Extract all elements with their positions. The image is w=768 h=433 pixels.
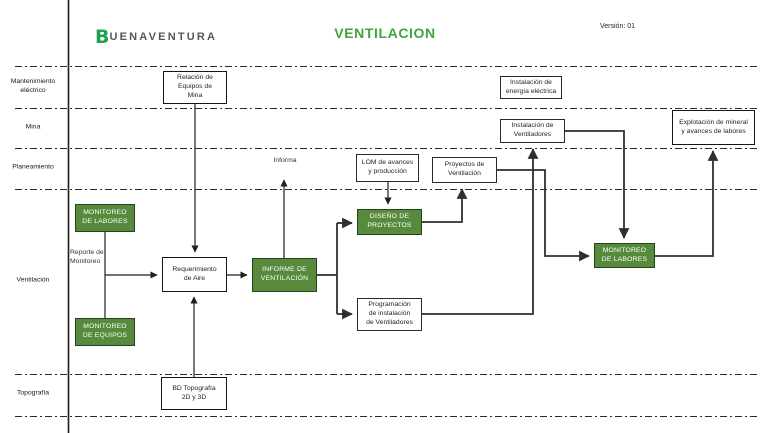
node-monitoreo-labores-derecha: MONITOREO DE LABORES <box>594 243 655 268</box>
lane-label-mantenimiento-electrico: Mantenimiento eléctrico <box>10 78 56 94</box>
lane-label-topografia: Topografía <box>16 389 50 397</box>
annotation-reporte-monitoreo: Reporte de Monitoreo <box>70 249 104 265</box>
lane-label-planeamiento: Planeamiento <box>12 163 54 171</box>
node-monitoreo-equipos: MONITOREO DE EQUIPOS <box>75 318 135 346</box>
page-title: VENTILACION <box>334 25 436 41</box>
lane-label-ventilacion: Ventilación <box>16 276 50 284</box>
node-relacion-equipos-mina: Relación de Equipos de Mina <box>163 71 227 104</box>
node-diseno-proyectos: DISEÑO DE PROYECTOS <box>357 209 422 235</box>
node-proyectos-ventilacion: Proyectos de Ventilación <box>432 157 497 183</box>
node-requerimiento-aire: Requerimiento de Aire <box>162 257 227 292</box>
node-bd-topografia: BD Topografía 2D y 3D <box>161 377 227 410</box>
node-informe-ventilacion: INFORME DE VENTILACIÓN <box>252 258 317 292</box>
node-monitoreo-labores-izquierda: MONITOREO DE LABORES <box>75 204 135 232</box>
node-instalacion-ventiladores: Instalación de Ventiladores <box>500 119 565 143</box>
version-label: Versión: 01 <box>600 23 636 30</box>
node-instalacion-energia-electrica: Instalación de energía eléctrica <box>500 76 562 99</box>
logo-wordmark: UENAVENTURA <box>109 31 218 43</box>
annotation-informa: Informa <box>273 157 297 164</box>
node-lom-avances-produccion: LOM de avances y producción <box>356 154 419 182</box>
node-explotacion-mineral: Explotación de mineral y avances de labo… <box>672 110 755 145</box>
logo-b-icon: B <box>95 26 110 48</box>
buenaventura-logo: BUENAVENTURA <box>95 26 217 48</box>
lane-label-mina: Mina <box>25 123 41 131</box>
node-programacion-instalacion-ventiladores: Programación de instalación de Ventilado… <box>357 298 422 331</box>
